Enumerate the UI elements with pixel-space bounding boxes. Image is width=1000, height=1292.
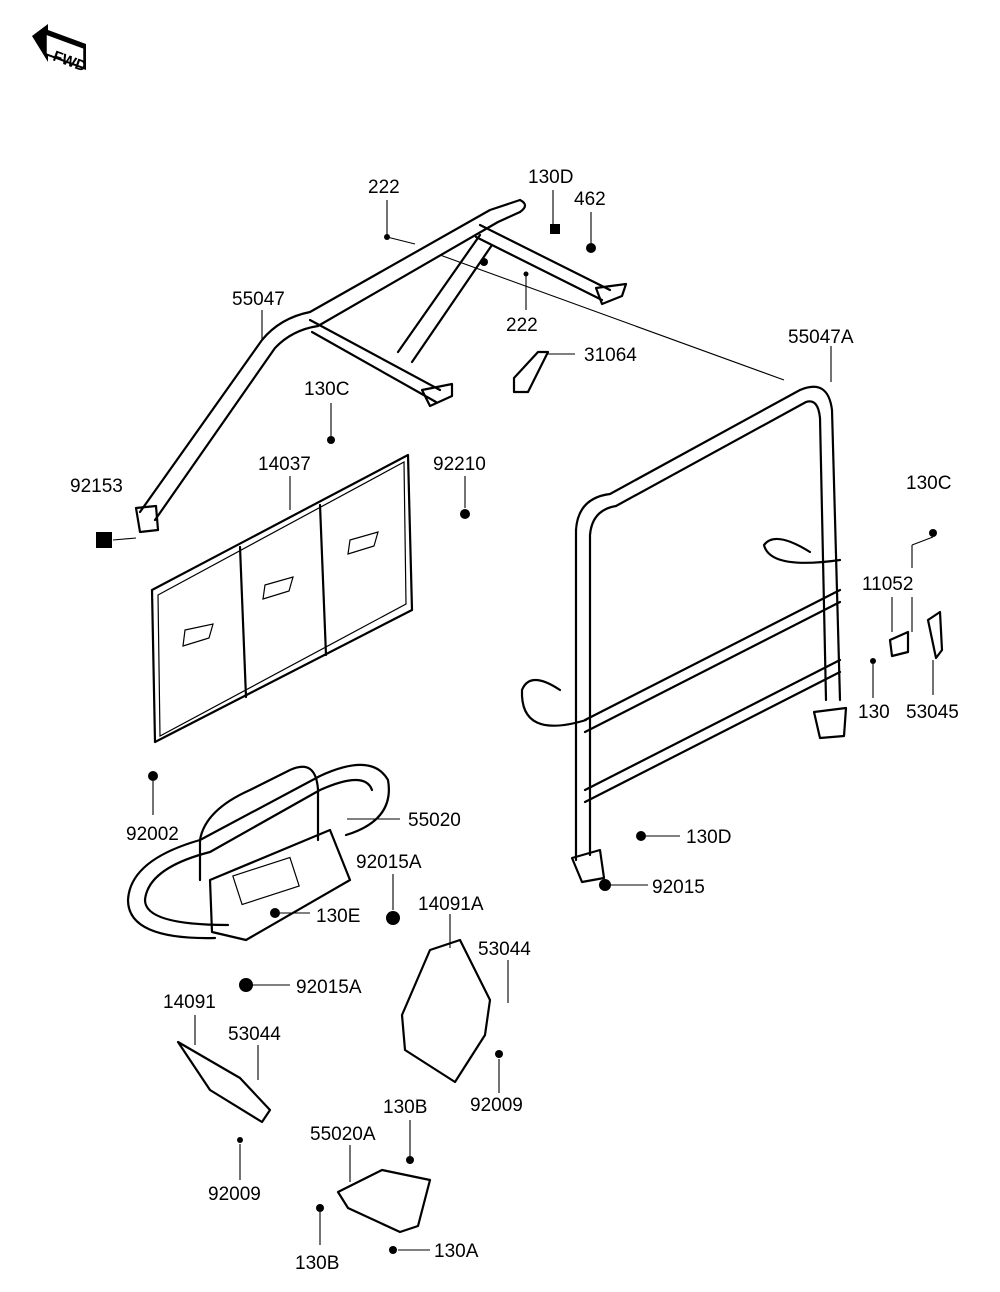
label-14037: 14037 bbox=[258, 454, 311, 475]
label-55020: 55020 bbox=[408, 810, 461, 831]
label-222-mid: 222 bbox=[506, 315, 538, 336]
label-130c-left: 130C bbox=[304, 379, 349, 400]
label-53044-left: 53044 bbox=[228, 1024, 281, 1045]
label-92015a-top: 92015A bbox=[356, 852, 422, 873]
label-130c-right: 130C bbox=[906, 473, 951, 494]
label-14091a: 14091A bbox=[418, 894, 484, 915]
fasteners bbox=[96, 224, 937, 1254]
leader-lines bbox=[112, 190, 934, 1251]
label-92015a-bottom: 92015A bbox=[296, 977, 362, 998]
label-222-top: 222 bbox=[368, 177, 400, 198]
part-labels: 222 130D 462 55047 222 31064 55047A 130C… bbox=[70, 167, 959, 1274]
label-130a: 130A bbox=[434, 1241, 479, 1262]
label-92009-right: 92009 bbox=[470, 1095, 523, 1116]
label-55047a: 55047A bbox=[788, 327, 854, 348]
label-92009-left: 92009 bbox=[208, 1184, 261, 1205]
label-462: 462 bbox=[574, 189, 606, 210]
label-31064: 31064 bbox=[584, 345, 637, 366]
rops-rear-frame-55047a bbox=[520, 385, 848, 884]
skid-plate-55020a bbox=[336, 1168, 432, 1234]
label-130b-top: 130B bbox=[383, 1097, 427, 1118]
bracket-53045 bbox=[926, 610, 944, 660]
label-53044-right: 53044 bbox=[478, 939, 531, 960]
fwd-arrow: FWD bbox=[32, 24, 89, 75]
front-bumper-55020 bbox=[126, 763, 390, 942]
label-14091: 14091 bbox=[163, 992, 216, 1013]
label-92015: 92015 bbox=[652, 877, 705, 898]
label-130e: 130E bbox=[316, 906, 360, 927]
label-92002: 92002 bbox=[126, 824, 179, 845]
label-11052: 11052 bbox=[862, 574, 913, 595]
label-130: 130 bbox=[858, 702, 890, 723]
label-130d-mid: 130D bbox=[686, 827, 731, 848]
bracket-11052 bbox=[888, 630, 910, 658]
label-92153: 92153 bbox=[70, 476, 123, 497]
label-130b-bottom: 130B bbox=[295, 1253, 339, 1274]
label-55020a: 55020A bbox=[310, 1124, 376, 1145]
label-92210: 92210 bbox=[433, 454, 486, 475]
guard-14091 bbox=[176, 1040, 272, 1124]
guard-14091a bbox=[400, 938, 492, 1084]
net-panel-14037 bbox=[150, 453, 414, 744]
label-130d-top: 130D bbox=[528, 167, 573, 188]
label-53045: 53045 bbox=[906, 702, 959, 723]
brace-31064 bbox=[512, 350, 550, 394]
label-55047: 55047 bbox=[232, 289, 285, 310]
rops-upper-bar-55047 bbox=[134, 198, 628, 534]
